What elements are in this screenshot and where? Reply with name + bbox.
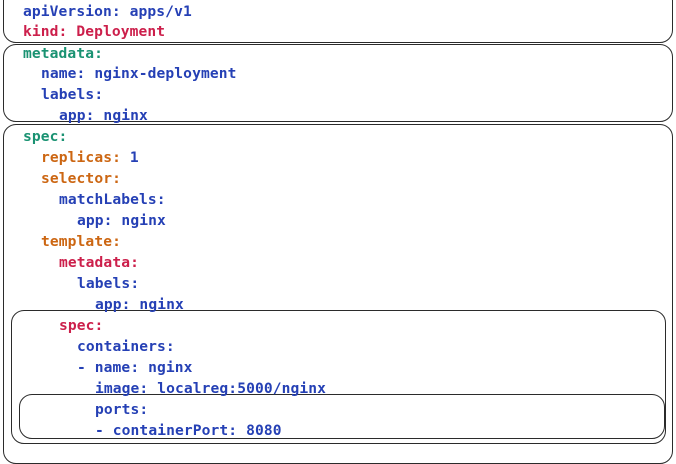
line-template-labels: labels: — [77, 274, 139, 295]
code-token: 1 — [120, 149, 139, 166]
code-token: image: — [95, 380, 149, 397]
code-token: labels: — [77, 275, 140, 292]
line-containerport: - containerPort: 8080 — [95, 421, 282, 442]
line-spec-selector: selector: — [41, 169, 121, 190]
code-token: spec: — [23, 128, 68, 145]
code-token: 8080 — [237, 422, 282, 439]
code-token: metadata: — [59, 254, 139, 271]
code-token: nginx — [94, 107, 148, 124]
line-spec: spec: — [23, 127, 67, 148]
box-ports — [19, 394, 665, 439]
code-token: labels: — [41, 86, 104, 103]
line-spec-replicas: replicas: 1 — [41, 148, 139, 169]
code-token: template: — [41, 233, 121, 250]
line-template-labels-app: app: nginx — [95, 295, 184, 316]
line-containers: containers: — [77, 337, 175, 358]
code-token: kind: — [23, 23, 68, 40]
code-token: apiVersion: — [23, 3, 121, 20]
line-apiversion: apiVersion: apps/v1 — [23, 2, 192, 23]
line-spec-template: template: — [41, 232, 121, 253]
code-token: nginx — [112, 212, 166, 229]
code-token: nginx — [139, 359, 193, 376]
code-token: apps/v1 — [120, 3, 192, 20]
box-metadata — [3, 44, 673, 122]
line-metadata-labels-app: app: nginx — [59, 106, 148, 127]
code-token: Deployment — [67, 23, 166, 40]
line-metadata-labels: labels: — [41, 85, 103, 106]
code-token: app: — [95, 296, 131, 313]
line-ports: ports: — [95, 400, 148, 421]
line-container-image: image: localreg:5000/nginx — [95, 379, 326, 400]
box-pod-spec — [11, 310, 666, 444]
code-token: - containerPort: — [95, 422, 238, 439]
code-token: containers: — [77, 338, 175, 355]
code-token: spec: — [59, 317, 104, 334]
code-token: - name: — [77, 359, 140, 376]
code-token: name: — [41, 65, 86, 82]
code-token: app: — [77, 212, 113, 229]
line-template-metadata: metadata: — [59, 253, 139, 274]
code-token: metadata: — [23, 45, 103, 62]
box-header — [3, 0, 673, 43]
line-spec-matchlabels-app: app: nginx — [77, 211, 166, 232]
code-token: app: — [59, 107, 95, 124]
line-kind: kind: Deployment — [23, 22, 165, 43]
line-metadata: metadata: — [23, 44, 103, 65]
code-token: ports: — [95, 401, 149, 418]
line-spec-matchlabels: matchLabels: — [59, 190, 166, 211]
code-token: localreg:5000/nginx — [148, 380, 327, 397]
line-pod-spec: spec: — [59, 316, 103, 337]
code-token: nginx — [130, 296, 184, 313]
code-token: nginx-deployment — [85, 65, 237, 82]
code-token: matchLabels: — [59, 191, 166, 208]
line-metadata-name: name: nginx-deployment — [41, 64, 237, 85]
line-container-name: - name: nginx — [77, 358, 193, 379]
code-token: selector: — [41, 170, 121, 187]
code-token: replicas: — [41, 149, 121, 166]
